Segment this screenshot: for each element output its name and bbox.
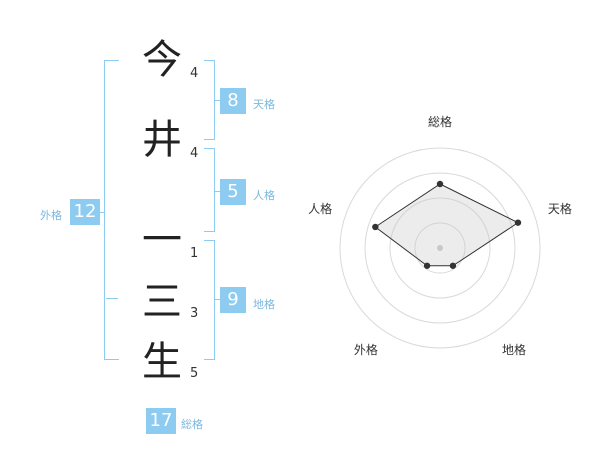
gaikaku-bracket bbox=[104, 60, 119, 360]
radar-point-3 bbox=[449, 262, 457, 269]
gaikaku-label: 外格 bbox=[40, 209, 62, 222]
radar-grid-ring-3 bbox=[364, 172, 516, 324]
name-char-4: 三 bbox=[142, 279, 182, 325]
jinkaku-value: 5 bbox=[220, 179, 246, 205]
stroke-count-3: 1 bbox=[190, 246, 199, 261]
tenkaku-label: 天格 bbox=[253, 98, 275, 111]
radar-axis-label-4: 外格 bbox=[354, 342, 378, 357]
radar-grid-ring-4 bbox=[339, 147, 541, 349]
stroke-count-4: 3 bbox=[190, 306, 199, 321]
tenkaku-tick bbox=[214, 100, 220, 101]
name-char-5: 生 bbox=[142, 339, 182, 385]
gaikaku-value: 12 bbox=[70, 199, 100, 225]
soukaku-label: 総格 bbox=[181, 418, 203, 431]
radar-axis-label-1: 総格 bbox=[428, 114, 452, 129]
chikaku-value: 9 bbox=[220, 287, 246, 313]
soukaku-value: 17 bbox=[146, 408, 176, 434]
radar-point-2 bbox=[514, 219, 522, 226]
radar-axis-label-5: 人格 bbox=[308, 201, 332, 216]
stroke-count-1: 4 bbox=[190, 66, 199, 81]
radar-point-5 bbox=[372, 223, 379, 231]
jinkaku-tick bbox=[214, 191, 220, 192]
name-char-2: 井 bbox=[142, 117, 182, 163]
radar-grid-ring-2 bbox=[389, 197, 491, 299]
chikaku-tick bbox=[214, 299, 220, 300]
jinkaku-bracket bbox=[204, 148, 215, 232]
radar-point-1 bbox=[436, 180, 444, 188]
radar-center bbox=[437, 245, 443, 251]
gaikaku-outer-tick bbox=[98, 212, 104, 213]
stroke-count-5: 5 bbox=[190, 366, 199, 381]
radar-area bbox=[374, 183, 519, 267]
radar-axis-label-3: 地格 bbox=[502, 342, 526, 357]
radar-axis-label-2: 天格 bbox=[548, 201, 572, 216]
stroke-count-2: 4 bbox=[190, 146, 199, 161]
name-char-1: 今 bbox=[142, 37, 182, 83]
tenkaku-value: 8 bbox=[220, 88, 246, 114]
radar-grid-ring-1 bbox=[414, 222, 466, 274]
gaikaku-inner-tick bbox=[106, 298, 118, 299]
jinkaku-label: 人格 bbox=[253, 189, 275, 202]
chikaku-label: 地格 bbox=[253, 298, 275, 311]
radar-point-4 bbox=[423, 262, 431, 269]
chikaku-bracket bbox=[204, 240, 215, 360]
name-char-3: 一 bbox=[142, 217, 182, 263]
